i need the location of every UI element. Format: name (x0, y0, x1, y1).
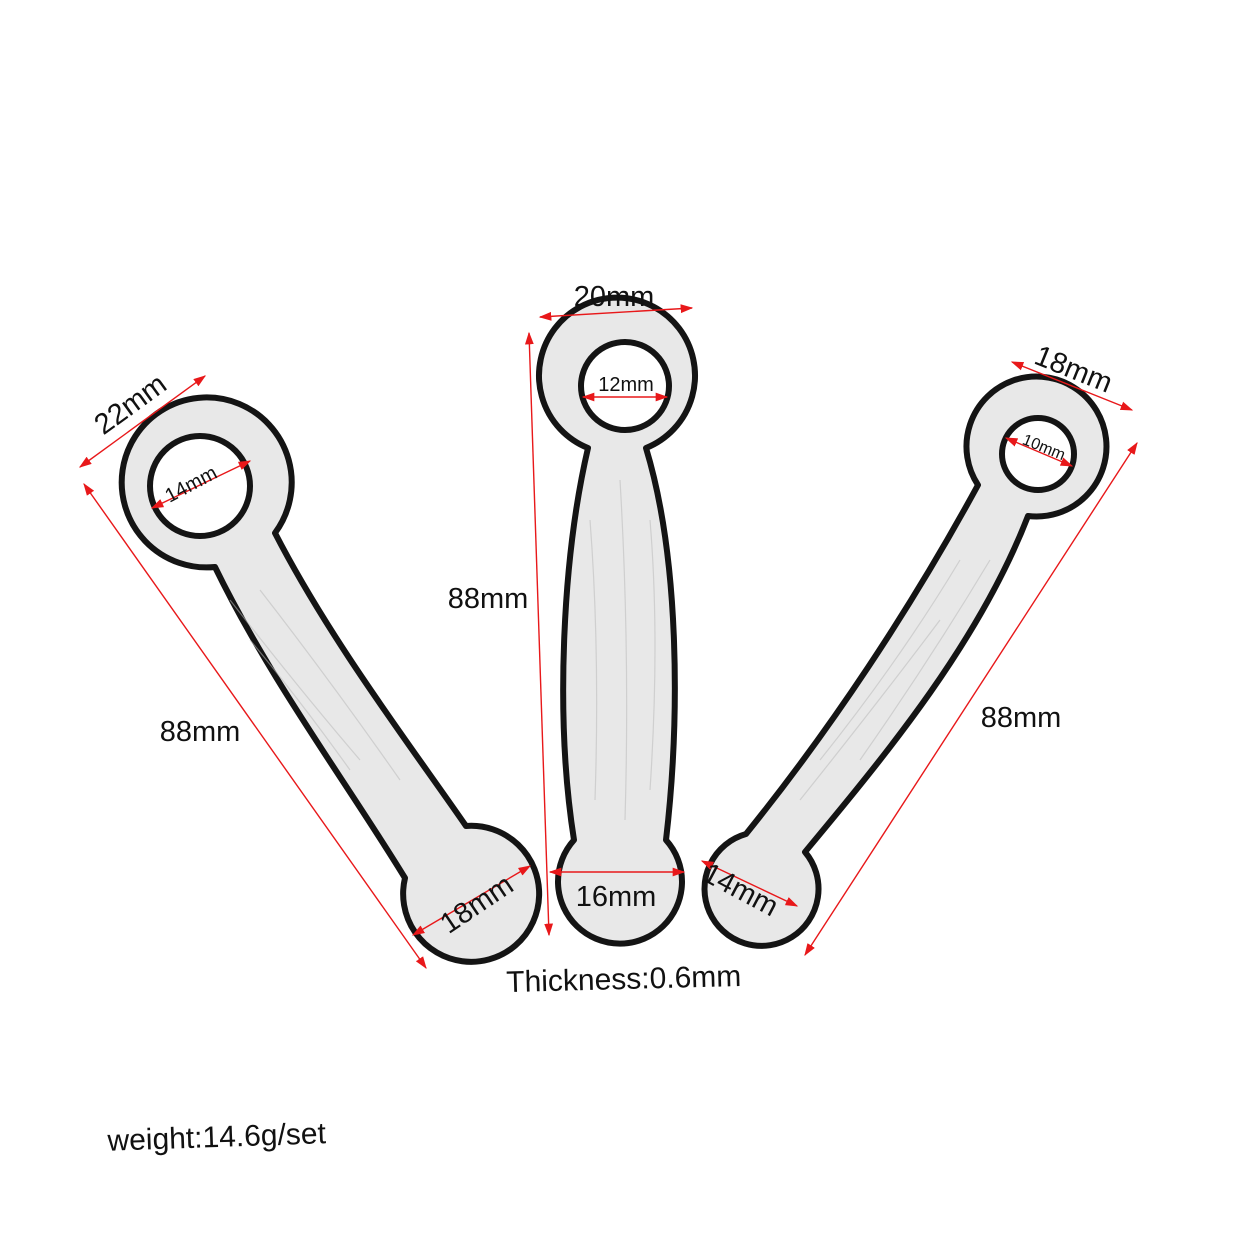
label-middle-hole: 12mm (598, 374, 654, 396)
label-middle-bottom: 16mm (576, 881, 657, 913)
weight-note: weight:14.6g/set (106, 1117, 327, 1158)
dim-line-right-bottom (700, 860, 799, 907)
label-left-length: 88mm (160, 716, 241, 748)
dim-line-middle-length (524, 331, 554, 937)
label-middle-length: 88mm (448, 583, 529, 615)
part-middle: 20mm 12mm 88mm 16mm (448, 281, 698, 947)
part-middle-hole (578, 339, 672, 433)
label-right-length: 88mm (981, 702, 1062, 734)
label-middle-top-width: 20mm (574, 281, 655, 313)
part-right: 18mm 10mm 88mm 14mm (697, 340, 1138, 957)
part-left: 22mm 14mm 88mm 18mm (78, 368, 543, 970)
dim-line-middle-top-width (538, 304, 694, 321)
dim-line-right-top-width (1010, 361, 1134, 411)
thickness-note: Thickness:0.6mm (506, 960, 742, 999)
dim-line-left-length (83, 482, 427, 970)
dim-line-right-length (804, 441, 1138, 957)
dim-line-left-top-width (78, 375, 207, 468)
dim-line-left-bottom (411, 865, 532, 936)
